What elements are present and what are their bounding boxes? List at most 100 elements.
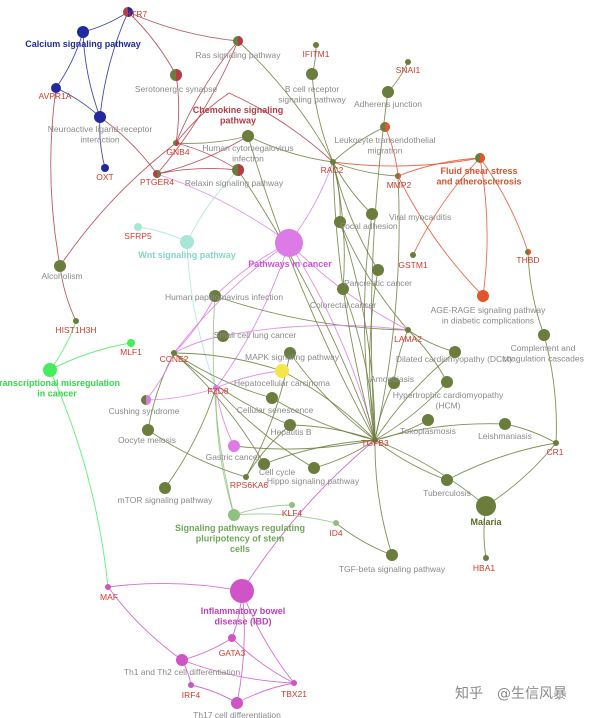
node-ptger4[interactable]: [153, 170, 161, 178]
edge-tgfb3-tuberculosis: [374, 439, 448, 481]
node-circle-tgfbpath: [386, 549, 398, 561]
node-tuberculosis[interactable]: [441, 474, 453, 486]
label-th1-and-th2-cell-differentiation: Th1 and Th2 cell differentiation: [124, 667, 241, 677]
node-relaxin-signaling-pathway[interactable]: [232, 164, 244, 176]
node-mtor-signaling-pathway[interactable]: [159, 482, 171, 494]
label-pancreatic-cancer: Pancreatic cancer: [344, 278, 412, 288]
node-fluid-shear-stress-and-atherosclerosis[interactable]: [475, 153, 485, 163]
node-circle-avpr1a: [51, 83, 61, 93]
label-tgfb3: TGFB3: [361, 438, 389, 448]
node-focal-adhesion[interactable]: [334, 216, 346, 228]
node-tgfb3[interactable]: [372, 437, 378, 443]
node-rps6ka6[interactable]: [243, 474, 249, 480]
edge-lama2-hcm: [407, 329, 448, 383]
node-ccne2[interactable]: [171, 350, 177, 356]
node-mmp2[interactable]: [395, 173, 401, 179]
node-hippo-signaling-pathway[interactable]: [308, 462, 320, 474]
node-wnt-signaling-pathway[interactable]: [180, 235, 194, 249]
node-pancreatic-cancer[interactable]: [372, 264, 384, 276]
node-gata3[interactable]: [228, 634, 236, 642]
node-mlf1[interactable]: [127, 339, 135, 347]
node-hba1[interactable]: [483, 555, 489, 561]
node-circle-malaria: [476, 496, 496, 516]
node-b-cell-receptor-signaling-pathway[interactable]: [306, 68, 318, 80]
node-human-papillomavirus-infection[interactable]: [209, 290, 221, 302]
label-hist1h3h: HIST1H3H: [55, 325, 96, 335]
node-hypertrophic-cardiomyopathy-hcm[interactable]: [441, 376, 453, 388]
node-small-cell-lung-cancer[interactable]: [217, 330, 229, 342]
node-ras-signaling-pathway[interactable]: [233, 36, 243, 46]
node-maf[interactable]: [105, 584, 111, 590]
node-human-cytomegalovirus-infection[interactable]: [242, 130, 254, 142]
node-circle-oocyte: [142, 424, 154, 436]
node-cell-cycle[interactable]: [258, 458, 270, 470]
node-neuroactive-ligand-receptor-interaction[interactable]: [94, 111, 106, 123]
node-half-serotonergic: [176, 69, 182, 81]
node-leishmaniasis[interactable]: [499, 418, 511, 430]
node-alcoholism[interactable]: [54, 260, 66, 272]
node-thbd[interactable]: [525, 249, 531, 255]
node-transcriptional-misregulation-in-cancer[interactable]: [43, 363, 57, 377]
node-calcium-signaling-pathway[interactable]: [77, 26, 89, 38]
node-colorectal-cancer[interactable]: [337, 283, 349, 295]
edge-fluid-gstm1: [412, 157, 481, 256]
node-fzd8[interactable]: [213, 385, 219, 391]
node-hepatocellular-carcinoma[interactable]: [275, 364, 289, 378]
node-sfrp5[interactable]: [134, 223, 142, 231]
label-th17-cell-differentiation: Th17 cell differentiation: [193, 710, 281, 718]
node-toxoplasmosis[interactable]: [422, 414, 434, 426]
edge-rac2-mmp2: [332, 161, 399, 177]
node-tgf-beta-signaling-pathway[interactable]: [386, 549, 398, 561]
node-lama2[interactable]: [405, 327, 411, 333]
label-lama2: LAMA2: [394, 334, 422, 344]
node-oxt[interactable]: [101, 164, 109, 172]
node-inflammatory-bowel-disease-ibd[interactable]: [230, 579, 254, 603]
node-circle-mlf1: [127, 339, 135, 347]
node-viral-myocarditis[interactable]: [366, 208, 378, 220]
node-cushing-syndrome[interactable]: [141, 395, 151, 405]
label-pathways-in-cancer: Pathways in cancer: [248, 259, 332, 269]
node-malaria[interactable]: [476, 496, 496, 516]
label-klf4: KLF4: [282, 508, 303, 518]
label-gata3: GATA3: [219, 648, 246, 658]
node-hist1h3h[interactable]: [73, 318, 79, 324]
edge-complement-cr1: [543, 334, 557, 444]
node-snai1[interactable]: [405, 59, 411, 65]
node-th1-and-th2-cell-differentiation[interactable]: [176, 654, 188, 666]
node-circle-oxt: [101, 164, 109, 172]
node-dilated-cardiomyopathy-dcm[interactable]: [449, 346, 461, 358]
node-circle-cellcycle: [258, 458, 270, 470]
node-id4[interactable]: [333, 520, 339, 526]
node-signaling-pathways-regulating-pluripotency-of-stem-cells[interactable]: [228, 509, 240, 521]
node-tbx21[interactable]: [291, 680, 297, 686]
node-rac2[interactable]: [330, 159, 336, 165]
node-ifitm1[interactable]: [313, 42, 319, 48]
node-gstm1[interactable]: [410, 252, 416, 258]
node-avpr1a[interactable]: [51, 83, 61, 93]
node-klf4[interactable]: [289, 502, 295, 508]
node-leukocyte-transendothelial-migration[interactable]: [380, 122, 390, 132]
node-pathways-in-cancer[interactable]: [275, 229, 303, 257]
node-irf4[interactable]: [188, 682, 194, 688]
node-oocyte-meiosis[interactable]: [142, 424, 154, 436]
label-htr7: HTR7: [125, 9, 147, 19]
node-amoebiasis[interactable]: [388, 377, 400, 389]
edge-tgfb3-dcm: [374, 351, 456, 441]
node-cellular-senescence[interactable]: [266, 392, 278, 404]
edge-ptger4-ras: [156, 40, 239, 175]
node-serotonergic-synapse[interactable]: [170, 69, 182, 81]
node-gnb4[interactable]: [173, 140, 179, 146]
node-complement-and-coagulation-cascades[interactable]: [538, 329, 550, 341]
node-hepatitis-b[interactable]: [284, 419, 296, 431]
edge-tgfb3-hepb: [289, 424, 376, 441]
node-th17-cell-differentiation[interactable]: [231, 697, 243, 709]
edge-gata3-tbx21: [231, 637, 295, 684]
node-mapk-signaling-pathway[interactable]: [284, 347, 296, 359]
node-age-rage-signaling-pathway-in-diabetic-complications[interactable]: [477, 290, 489, 302]
node-adherens-junction[interactable]: [382, 86, 394, 98]
node-htr7[interactable]: [123, 7, 133, 17]
node-circle-colorectal: [337, 283, 349, 295]
node-cr1[interactable]: [553, 440, 559, 446]
node-gastric-cancer[interactable]: [228, 440, 240, 452]
node-circle-lama2: [405, 327, 411, 333]
